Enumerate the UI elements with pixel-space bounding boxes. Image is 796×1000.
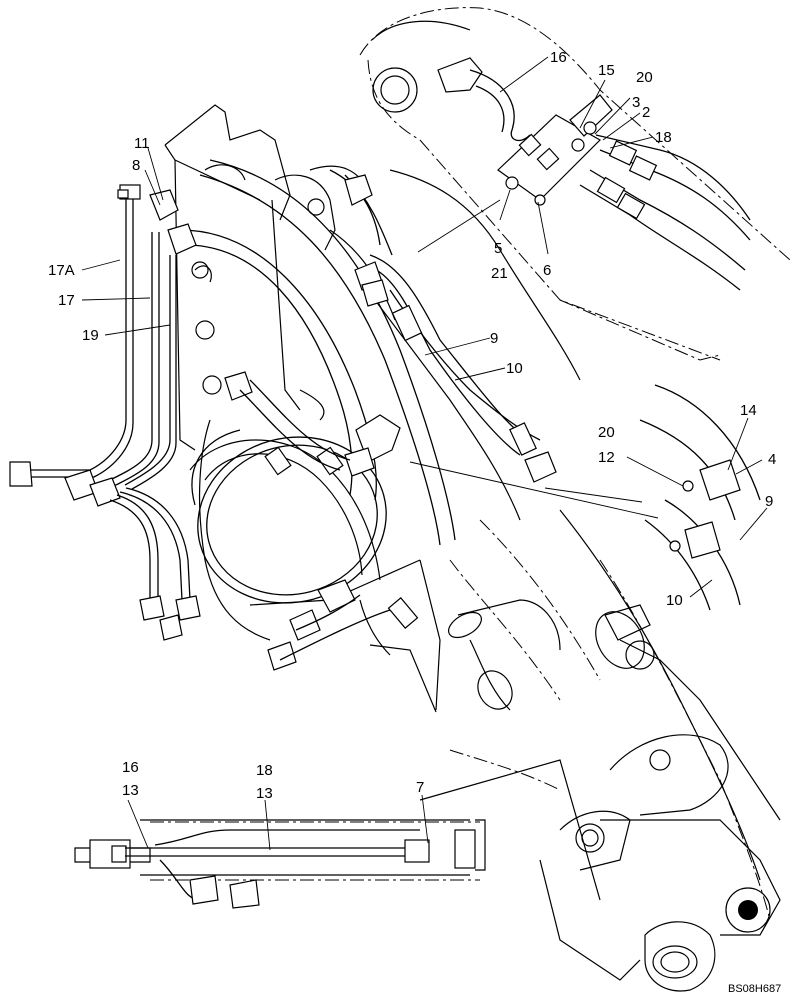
callout-12: 12 [598, 449, 615, 466]
drawing-code: BS08H687 [728, 983, 781, 995]
callout-13-left: 13 [122, 782, 139, 799]
callout-21: 21 [491, 265, 508, 282]
callout-16-bottom: 16 [122, 759, 139, 776]
bottom-inset-cylinder [74, 819, 486, 909]
callout-9-right: 9 [765, 493, 773, 510]
callout-8: 8 [132, 157, 140, 174]
main-frame [164, 104, 581, 713]
callout-3: 3 [632, 94, 640, 111]
callout-5: 5 [494, 240, 502, 257]
callout-11: 11 [134, 135, 150, 152]
callout-18-top: 18 [655, 129, 672, 146]
callout-17A: 17A [48, 262, 75, 279]
top-detail-boom [359, 7, 791, 361]
callout-7: 7 [416, 779, 424, 796]
callout-9-mid: 9 [490, 330, 498, 347]
callout-4: 4 [768, 451, 776, 468]
clamp-detail [639, 384, 761, 611]
callout-19: 19 [82, 327, 99, 344]
callout-17: 17 [58, 292, 75, 309]
callout-15: 15 [598, 62, 615, 79]
callout-13-mid: 13 [256, 785, 273, 802]
left-tubes [9, 184, 201, 641]
callout-2: 2 [642, 104, 650, 121]
callout-16-top: 16 [550, 49, 567, 66]
callout-14: 14 [740, 402, 757, 419]
loader-arm [419, 509, 781, 992]
callout-20-right: 20 [598, 424, 615, 441]
leader-lines [81, 56, 768, 851]
callout-6: 6 [543, 262, 551, 279]
callout-10-mid: 10 [506, 360, 523, 377]
callout-10-right: 10 [666, 592, 683, 609]
hose-9-10 [179, 159, 541, 546]
callout-18-bottom: 18 [256, 762, 273, 779]
callout-20-top: 20 [636, 69, 653, 86]
callout-labels: 16 15 20 3 2 18 11 8 17A 17 19 5 21 6 9 … [48, 49, 781, 995]
